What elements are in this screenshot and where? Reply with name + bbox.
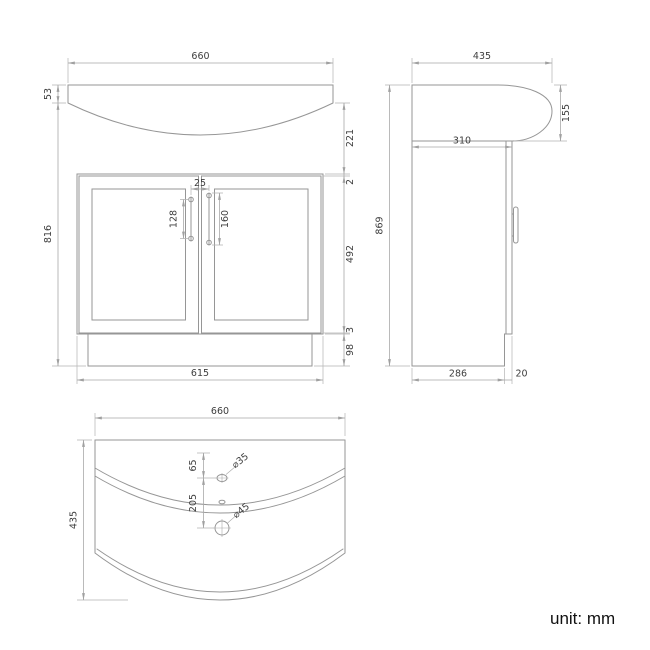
dimension-label-205: 205 [188, 494, 199, 512]
dimension-label: 310 [453, 136, 471, 147]
extension-lines [212, 192, 223, 246]
dim-front-cabinet-width: 615 [76, 336, 324, 384]
right-door-panel [214, 188, 309, 321]
dimension-label-lip: 53 [43, 88, 54, 100]
dimension-label: 869 [375, 216, 386, 234]
basin-bullnose [497, 84, 553, 142]
plinth-outline [87, 333, 313, 367]
dimension-label: 155 [561, 104, 572, 122]
left-handle-top-post [188, 196, 194, 203]
dim-front-left-handle: 128 [169, 199, 188, 239]
dim-front-left-heights: 53 816 [43, 84, 86, 367]
dimension-label: 435 [473, 51, 491, 62]
tap-dia-leader [225, 466, 236, 475]
overflow-slot [218, 499, 226, 505]
extension-lines [180, 199, 188, 239]
basin-front-outline [67, 84, 334, 136]
extension-lines [76, 336, 324, 384]
right-handle-bottom-post [206, 239, 212, 246]
plan-inner-curves [94, 467, 346, 593]
side-elevation-view: 435 155 310 869 286 20 [375, 51, 572, 384]
side-handle [513, 206, 519, 244]
dimension-label-2: 2 [345, 179, 356, 185]
dim-side-basin-front: 155 [514, 84, 572, 142]
dimension-label-20: 20 [515, 369, 527, 380]
dimension-label: 660 [191, 51, 209, 62]
cabinet-outline [76, 173, 324, 335]
dim-side-cabinet-depth: 310 [411, 136, 513, 149]
dimension-label-3: 3 [345, 327, 356, 333]
left-handle-bottom-post [188, 235, 194, 242]
right-handle-top-post [206, 192, 212, 199]
dimension-label-286: 286 [449, 369, 467, 380]
waste-dia-leader [226, 515, 236, 524]
dimension-label: 128 [169, 210, 180, 228]
side-outline [411, 84, 513, 367]
dimension-label: 160 [220, 210, 231, 228]
right-door [201, 175, 322, 334]
front-elevation-view: 660 53 816 221 2 492 3 98 2 [43, 51, 356, 384]
dimension-label-492: 492 [345, 245, 356, 263]
dimension-label: 615 [191, 368, 209, 379]
dimension-label-body: 816 [43, 225, 54, 243]
dimension-label-221: 221 [345, 129, 356, 147]
tap-hole-centerlines [215, 473, 229, 483]
dimension-label: 435 [69, 511, 80, 529]
dim-front-right-handle: 160 [212, 192, 231, 246]
extension-lines [197, 452, 216, 529]
dim-side-depth: 435 [411, 51, 553, 83]
dim-side-base: 286 20 [411, 336, 528, 384]
waste-hole-centerlines [213, 519, 231, 537]
plan-view: ⌀35 ⌀45 660 435 65 205 [69, 406, 346, 601]
dim-front-handle-gap: 25 [190, 178, 210, 195]
side-handle-posts [511, 213, 514, 237]
left-door-panel [91, 188, 186, 321]
unit-note: unit: mm [550, 609, 615, 628]
dimension-label-65: 65 [188, 459, 199, 471]
left-door [78, 175, 199, 334]
extension-lines [77, 439, 128, 601]
dim-plan-width: 660 [94, 406, 346, 436]
dimension-label: 660 [211, 406, 229, 417]
dimension-label: 25 [194, 178, 206, 189]
dim-plan-hole-positions: 65 205 [188, 452, 216, 529]
extension-lines [314, 102, 350, 367]
tap-dia-label: ⌀35 [230, 451, 251, 471]
dimension-label-98: 98 [345, 344, 356, 356]
dim-plan-depth: 435 [69, 439, 128, 601]
dim-front-right-stack: 221 2 492 3 98 [314, 102, 356, 367]
extension-lines [385, 84, 410, 367]
dim-side-overall-height: 869 [375, 84, 410, 367]
dim-front-overall-width: 660 [67, 51, 334, 83]
plan-outline [94, 439, 346, 601]
extension-lines [52, 84, 86, 367]
